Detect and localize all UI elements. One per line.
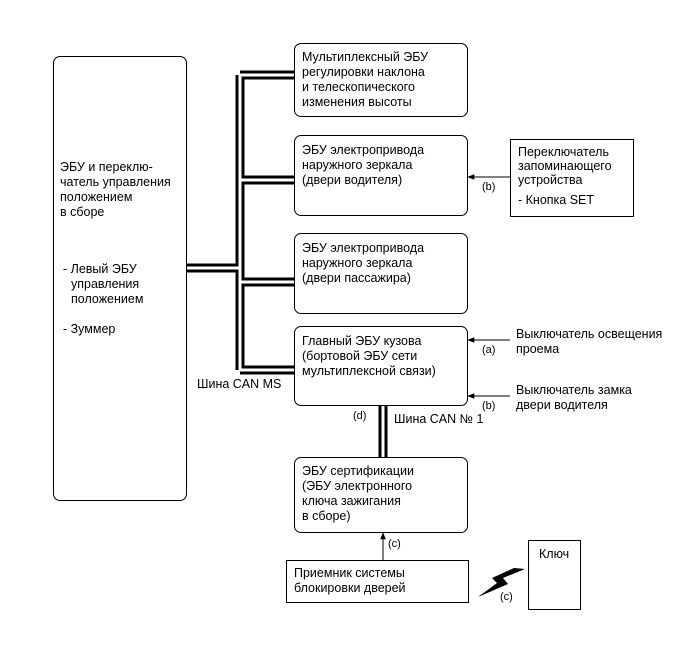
passenger-mirror-ecu-box — [294, 233, 468, 314]
label-line: (двери водителя) — [302, 173, 403, 187]
label-line: и телескопического — [302, 80, 415, 94]
signal-label-b: (b) — [482, 181, 496, 193]
wireless-signal-icon — [478, 568, 525, 597]
label-line: двери водителя — [516, 398, 608, 412]
label-line: Приемник системы — [294, 566, 405, 580]
item-line: - Левый ЭБУ — [63, 262, 137, 276]
can-1-bus-label: Шина CAN № 1 — [394, 412, 484, 426]
title-line: в сборе — [60, 205, 105, 219]
signal-label-b: (b) — [482, 400, 496, 412]
main-body-ecu-label: Главный ЭБУ кузова (бортовой ЭБУ сети му… — [302, 334, 436, 379]
label-line: - Кнопка SET — [518, 193, 595, 207]
label-line: Мультиплексный ЭБУ — [302, 50, 429, 64]
passenger-mirror-ecu-label: ЭБУ электропривода наружного зеркала (дв… — [302, 241, 424, 286]
position-control-title: ЭБУ и переклю- чатель управления положен… — [60, 160, 171, 220]
item-line: положением — [71, 292, 144, 306]
position-control-items: - Левый ЭБУ управления положением - Зумм… — [63, 262, 143, 337]
label-line: ЭБУ электропривода — [302, 241, 425, 255]
certification-ecu-label: ЭБУ сертификации (ЭБУ электронного ключа… — [302, 464, 414, 524]
label-line: устройства — [518, 173, 583, 187]
label-line: проема — [516, 342, 560, 356]
title-line: чатель управления — [60, 175, 171, 189]
door-lock-receiver-label: Приемник системы блокировки дверей — [294, 566, 406, 596]
label-line: изменения высоты — [302, 95, 412, 109]
signal-label-c: (c) — [388, 538, 401, 550]
label-line: наружного зеркала — [302, 158, 413, 172]
label-line: наружного зеркала — [302, 256, 413, 270]
door-lock-switch-label: Выключатель замка двери водителя — [516, 383, 632, 413]
multiplex-tilt-ecu-label: Мультиплексный ЭБУ регулировки наклона и… — [302, 50, 428, 110]
key-label: Ключ — [539, 547, 570, 561]
label-line: Переключатель — [518, 145, 609, 159]
label-line: запоминающего — [518, 159, 612, 173]
label-line: блокировки дверей — [294, 581, 406, 595]
label-line: (двери пассажира) — [302, 271, 411, 285]
signal-label-c: (c) — [500, 591, 513, 603]
can-ms-bus-label: Шина CAN MS — [197, 377, 282, 391]
memory-switch-label: Переключатель запоминающего устройства -… — [518, 145, 612, 207]
signal-label-d: (d) — [353, 410, 367, 422]
can-ms-bus — [187, 70, 294, 375]
courtesy-light-switch-label: Выключатель освещения проема — [516, 327, 662, 357]
position-control-ecu-box — [53, 56, 187, 501]
title-line: положением — [60, 190, 133, 204]
label-line: (бортовой ЭБУ сети — [302, 349, 418, 363]
driver-mirror-ecu-label: ЭБУ электропривода наружного зеркала (дв… — [302, 143, 424, 188]
driver-mirror-ecu-box — [294, 135, 468, 216]
label-line: Выключатель замка — [516, 383, 632, 397]
label-line: в сборе) — [302, 509, 351, 523]
item-line — [63, 307, 143, 322]
multiplex-tilt-ecu-box — [294, 43, 468, 117]
signal-label-a: (a) — [482, 344, 496, 356]
title-line: ЭБУ и переклю- — [60, 160, 153, 174]
label-line: мультиплексной связи) — [302, 364, 436, 378]
key-box — [528, 540, 581, 610]
label-line: Выключатель освещения — [516, 327, 663, 341]
label-line: (ЭБУ электронного — [302, 479, 413, 493]
memory-switch-box — [510, 139, 634, 217]
item-line: управления — [71, 277, 140, 291]
label-line: ЭБУ сертификации — [302, 464, 414, 478]
label-line: Главный ЭБУ кузова — [302, 334, 422, 348]
door-lock-receiver-box — [286, 560, 469, 603]
item-line: - Зуммер — [63, 322, 116, 336]
label-line: регулировки наклона — [302, 65, 425, 79]
label-line: ЭБУ электропривода — [302, 143, 425, 157]
label-line: ключа зажигания — [302, 494, 401, 508]
certification-ecu-box — [294, 457, 468, 533]
main-body-ecu-box — [294, 326, 468, 406]
